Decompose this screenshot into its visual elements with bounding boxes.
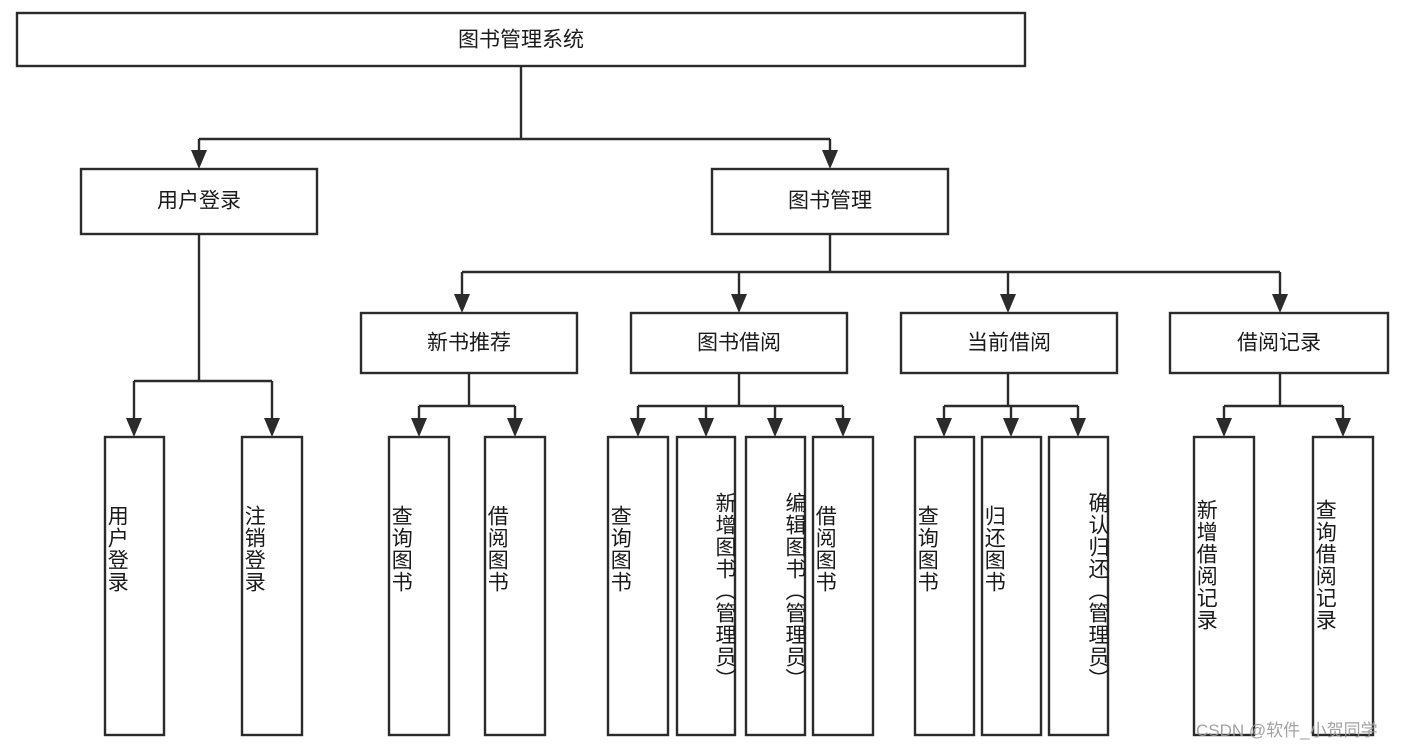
leaf-box-confirm-return-admin[interactable] <box>1047 435 1110 737</box>
leaf-box-edit-book-admin[interactable] <box>744 435 807 737</box>
leaf-box-logout-login[interactable] <box>240 435 304 737</box>
arrow-head-icon <box>264 418 280 437</box>
connector-group-user-login <box>126 234 280 437</box>
arrow-head-icon <box>1272 294 1288 313</box>
node-new-book-recommend-label: 新书推荐 <box>427 332 511 355</box>
arrow-head-icon <box>454 294 470 313</box>
connector-group-book-mgmt <box>454 234 1288 313</box>
arrow-head-icon <box>698 418 714 437</box>
leaf-box-query-book-current[interactable] <box>913 435 976 737</box>
arrow-head-icon <box>835 418 851 437</box>
node-user-login-box[interactable] <box>79 167 319 236</box>
arrow-head-icon <box>630 418 646 437</box>
arrow-head-icon <box>731 294 747 313</box>
connector-group-book-borrow <box>630 373 851 437</box>
arrow-head-icon <box>191 150 207 169</box>
node-current-borrow-label: 当前借阅 <box>967 332 1051 355</box>
arrow-head-icon <box>1003 418 1019 437</box>
node-book-borrow-label: 图书借阅 <box>697 332 781 355</box>
arrow-head-icon <box>1000 294 1016 313</box>
arrow-head-icon <box>767 418 783 437</box>
node-user-login[interactable]: 用户登录 <box>79 167 319 236</box>
node-new-book-recommend[interactable]: 新书推荐 <box>359 311 579 375</box>
node-book-management-label: 图书管理 <box>788 190 872 213</box>
arrow-head-icon <box>126 418 142 437</box>
node-current-borrow[interactable]: 当前借阅 <box>899 311 1119 375</box>
arrow-head-icon <box>1335 418 1351 437</box>
leaf-box-user-login[interactable] <box>103 435 166 737</box>
arrow-head-icon <box>411 418 427 437</box>
node-book-borrow[interactable]: 图书借阅 <box>629 311 849 375</box>
node-root[interactable]: 图书管理系统 <box>15 11 1027 68</box>
node-borrow-records-label: 借阅记录 <box>1237 332 1321 355</box>
connector-group-current-borrow <box>936 373 1086 437</box>
arrow-head-icon <box>1216 418 1232 437</box>
leaf-box-query-book-rec[interactable] <box>387 435 451 737</box>
arrow-head-icon <box>507 418 523 437</box>
leaf-box-borrow-book-rec[interactable] <box>483 435 547 737</box>
leaf-box-add-borrow-record[interactable] <box>1192 435 1256 737</box>
node-borrow-records-box[interactable] <box>1168 311 1390 375</box>
node-new-book-recommend-box[interactable] <box>359 311 579 375</box>
node-root-label: 图书管理系统 <box>458 29 584 52</box>
connector-group-new-book-rec <box>411 373 523 437</box>
node-borrow-records[interactable]: 借阅记录 <box>1168 311 1390 375</box>
arrow-head-icon <box>1070 418 1086 437</box>
node-book-borrow-box[interactable] <box>629 311 849 375</box>
leaf-box-borrow-book[interactable] <box>811 435 875 737</box>
leaf-box-query-borrow-record[interactable] <box>1311 435 1375 737</box>
node-book-management[interactable]: 图书管理 <box>710 167 950 236</box>
connector-group-root <box>191 66 838 169</box>
node-root-box[interactable] <box>15 11 1027 68</box>
connector-group-borrow-records <box>1216 373 1351 437</box>
leaf-node-group <box>103 435 1375 737</box>
node-book-management-box[interactable] <box>710 167 950 236</box>
arrow-head-icon <box>936 418 952 437</box>
csdn-watermark: CSDN @软件_小贺同学 <box>1196 721 1378 740</box>
node-current-borrow-box[interactable] <box>899 311 1119 375</box>
leaf-box-add-book-admin[interactable] <box>675 435 737 737</box>
leaf-box-return-book[interactable] <box>980 435 1043 737</box>
node-user-login-label: 用户登录 <box>157 190 241 213</box>
arrow-head-icon <box>822 150 838 169</box>
leaf-box-query-book-borrow[interactable] <box>606 435 670 737</box>
